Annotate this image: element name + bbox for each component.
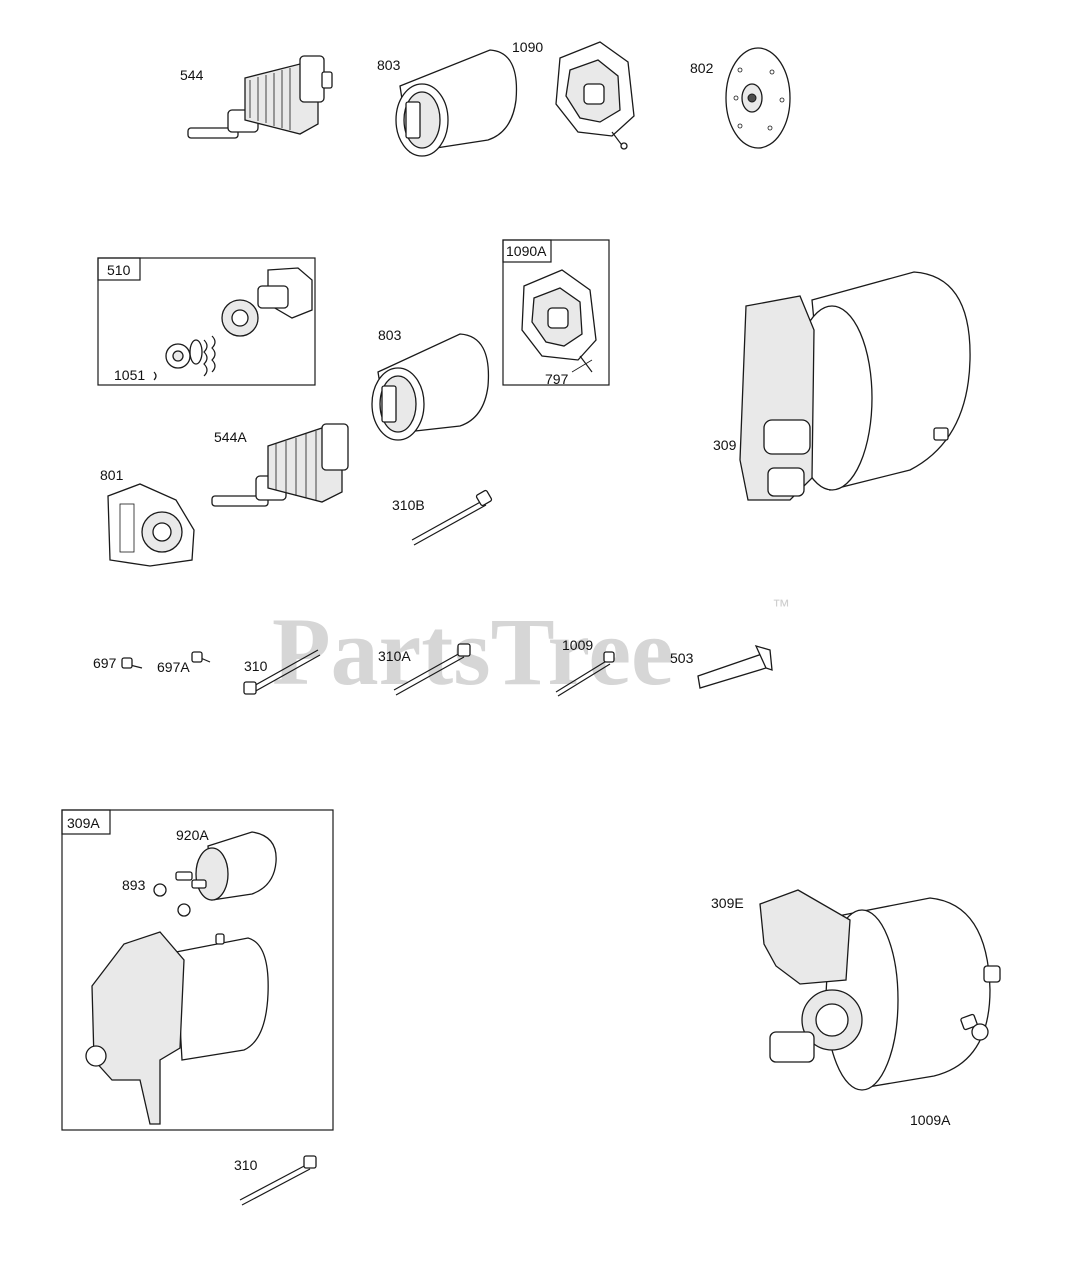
- label-309E: 309E: [711, 895, 744, 911]
- part-309-starter-motor[interactable]: [739, 271, 971, 501]
- part-697A-screw[interactable]: [191, 651, 211, 663]
- part-310-bolt-bottom[interactable]: [239, 1155, 317, 1206]
- part-503-bracket[interactable]: [697, 644, 773, 689]
- label-544: 544: [180, 67, 204, 83]
- part-1009-bolt[interactable]: [555, 651, 615, 697]
- part-544A-armature[interactable]: [211, 423, 349, 507]
- label-510: 510: [107, 262, 131, 278]
- label-797: 797: [545, 371, 569, 387]
- label-310A: 310A: [378, 648, 411, 664]
- part-1090-brush-holder[interactable]: [555, 41, 635, 150]
- leader-797: [571, 359, 593, 373]
- part-803-housing-middle[interactable]: [371, 333, 490, 441]
- label-503: 503: [670, 650, 694, 666]
- label-697: 697: [93, 655, 117, 671]
- part-697-screw[interactable]: [121, 657, 143, 669]
- label-697A: 697A: [157, 659, 190, 675]
- label-1090: 1090: [512, 39, 543, 55]
- label-1051: 1051: [114, 367, 145, 383]
- group-309A-starter[interactable]: [61, 809, 334, 1131]
- label-893: 893: [122, 877, 146, 893]
- label-1009: 1009: [562, 637, 593, 653]
- part-544-armature[interactable]: [187, 55, 333, 139]
- label-309: 309: [713, 437, 737, 453]
- label-310B: 310B: [392, 497, 425, 513]
- label-309A: 309A: [67, 815, 100, 831]
- group-1090A-brush-holder[interactable]: [502, 239, 610, 386]
- part-802-end-plate[interactable]: [725, 47, 791, 149]
- part-803-housing[interactable]: [395, 49, 518, 157]
- watermark: PartsTree: [272, 598, 674, 705]
- label-544A: 544A: [214, 429, 247, 445]
- part-310-bolt[interactable]: [243, 649, 321, 695]
- part-310B-bolt[interactable]: [411, 489, 493, 546]
- part-309E-starter-motor[interactable]: [759, 889, 1001, 1091]
- label-310: 310: [244, 658, 268, 674]
- label-310-bottom: 310: [234, 1157, 258, 1173]
- part-310A-bolt[interactable]: [393, 643, 471, 696]
- part-1009A-bolt[interactable]: [960, 1013, 989, 1041]
- label-1090A: 1090A: [506, 243, 547, 259]
- label-802: 802: [690, 60, 714, 76]
- label-803-top: 803: [377, 57, 401, 73]
- part-1051-clip[interactable]: [153, 371, 157, 381]
- part-801-end-cap[interactable]: [107, 483, 195, 567]
- group-510-drive-kit[interactable]: [97, 257, 316, 386]
- label-803-middle: 803: [378, 327, 402, 343]
- label-801: 801: [100, 467, 124, 483]
- label-1009A: 1009A: [910, 1112, 951, 1128]
- watermark-trademark: ™: [772, 596, 790, 616]
- label-920A: 920A: [176, 827, 209, 843]
